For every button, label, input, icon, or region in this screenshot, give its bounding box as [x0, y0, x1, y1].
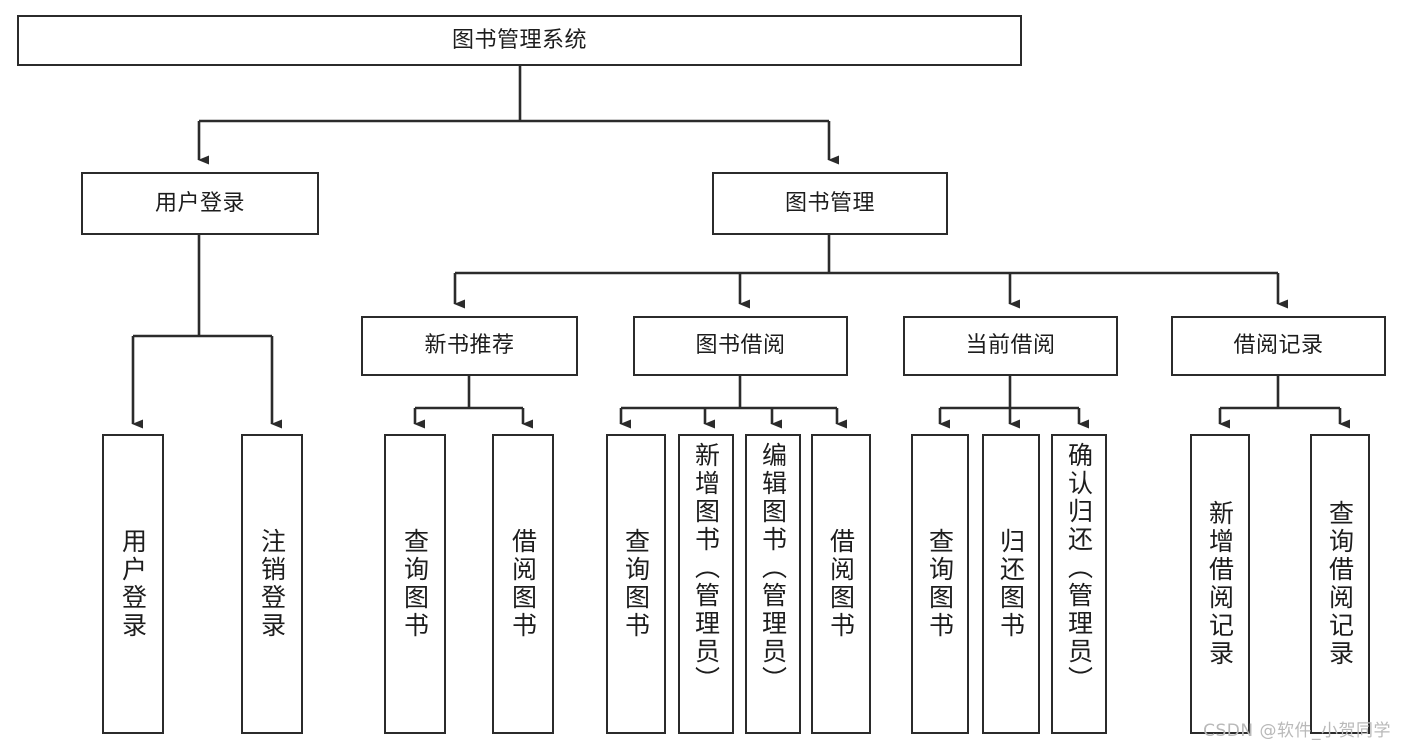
leaf-current-borrow-confirm-return-admin[interactable]: 确认归还（管理员）	[1051, 434, 1107, 734]
node-label: 借阅图书	[508, 528, 538, 640]
node-label: 新书推荐	[424, 333, 515, 359]
leaf-book-borrow-query-book[interactable]: 查询图书	[606, 434, 666, 734]
node-borrow-record[interactable]: 借阅记录	[1171, 316, 1386, 376]
leaf-current-borrow-return-book[interactable]: 归还图书	[982, 434, 1040, 734]
node-user-login[interactable]: 用户登录	[81, 172, 319, 235]
node-label: 借阅记录	[1233, 333, 1324, 359]
node-label: 图书借阅	[695, 333, 786, 359]
node-label: 查询图书	[925, 528, 955, 640]
node-current-borrow[interactable]: 当前借阅	[903, 316, 1118, 376]
watermark-text: CSDN @软件_小贺同学	[1203, 721, 1391, 741]
node-label: 查询图书	[621, 528, 651, 640]
node-label: 确认归还（管理员）	[1064, 442, 1094, 694]
node-label: 借阅图书	[826, 528, 856, 640]
node-label: 新增图书（管理员）	[691, 442, 721, 694]
node-label: 新增借阅记录	[1205, 500, 1235, 668]
node-label: 用户登录	[118, 528, 148, 640]
node-book-management[interactable]: 图书管理	[712, 172, 948, 235]
leaf-borrow-record-add-record[interactable]: 新增借阅记录	[1190, 434, 1250, 734]
node-label: 图书管理系统	[451, 27, 587, 53]
leaf-user-login-login[interactable]: 用户登录	[102, 434, 164, 734]
node-label: 归还图书	[996, 528, 1026, 640]
leaf-user-login-logout[interactable]: 注销登录	[241, 434, 303, 734]
leaf-book-borrow-add-book-admin[interactable]: 新增图书（管理员）	[678, 434, 734, 734]
node-label: 查询借阅记录	[1325, 500, 1355, 668]
node-label: 查询图书	[400, 528, 430, 640]
leaf-new-book-query-book[interactable]: 查询图书	[384, 434, 446, 734]
leaf-current-borrow-query-book[interactable]: 查询图书	[911, 434, 969, 734]
node-book-borrow[interactable]: 图书借阅	[633, 316, 848, 376]
leaf-new-book-borrow-book[interactable]: 借阅图书	[492, 434, 554, 734]
node-label: 编辑图书（管理员）	[758, 442, 788, 694]
node-root-book-management-system[interactable]: 图书管理系统	[17, 15, 1022, 66]
node-label: 用户登录	[154, 190, 245, 216]
node-new-book-recommend[interactable]: 新书推荐	[361, 316, 578, 376]
node-label: 当前借阅	[965, 333, 1056, 359]
leaf-book-borrow-borrow-book[interactable]: 借阅图书	[811, 434, 871, 734]
leaf-book-borrow-edit-book-admin[interactable]: 编辑图书（管理员）	[745, 434, 801, 734]
node-label: 注销登录	[257, 528, 287, 640]
node-label: 图书管理	[784, 190, 875, 216]
leaf-borrow-record-query-record[interactable]: 查询借阅记录	[1310, 434, 1370, 734]
